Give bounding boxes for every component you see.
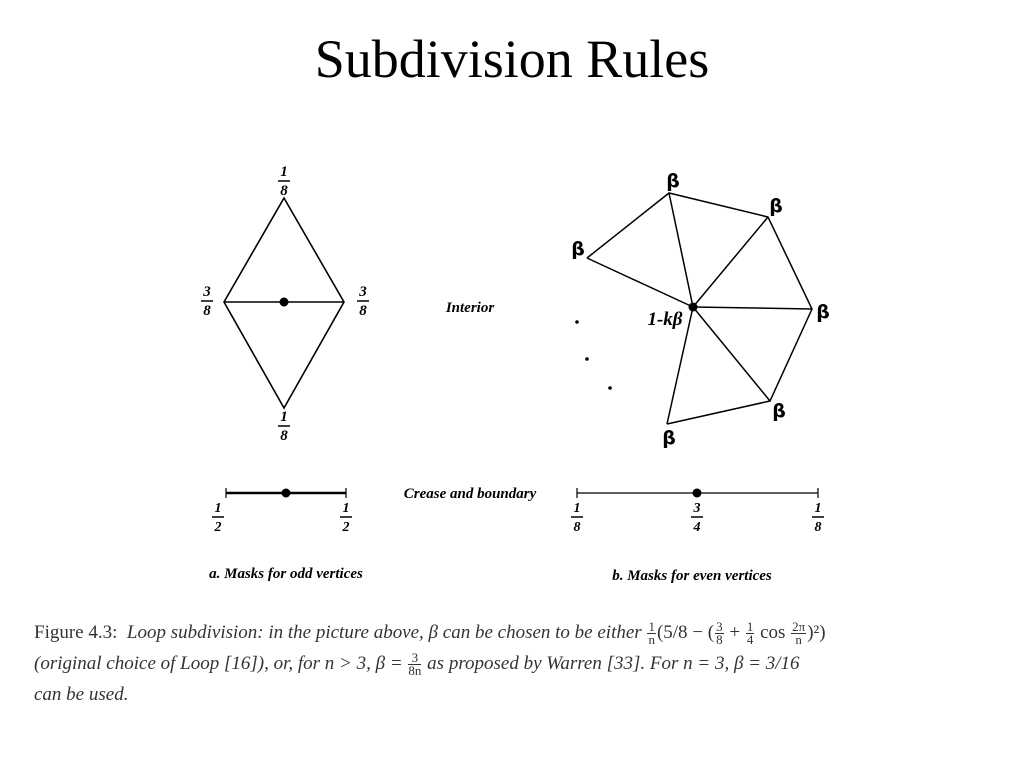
even-caption: b. Masks for even vertices <box>612 568 772 584</box>
svg-text:2: 2 <box>214 520 222 535</box>
caption-line-1: Figure 4.3: Loop subdivision: in the pic… <box>34 619 826 648</box>
slide-title: Subdivision Rules <box>314 29 710 89</box>
even-interior-mask <box>586 192 813 425</box>
odd-vertex-dot <box>279 297 289 307</box>
svg-text:8: 8 <box>359 303 367 319</box>
svg-text:1: 1 <box>815 501 822 516</box>
odd-bottom-weight: 1 8 <box>278 409 290 444</box>
odd-crease-right-weight: 1 2 <box>340 501 352 535</box>
even-crease-right-weight: 1 8 <box>812 501 824 535</box>
odd-right-weight: 3 8 <box>357 284 369 319</box>
center-weight-label: 1-kβ <box>647 309 682 330</box>
odd-left-weight: 3 8 <box>201 284 213 319</box>
svg-text:3: 3 <box>693 501 701 516</box>
figure-number: Figure 4.3: <box>34 622 118 643</box>
caption-line-2: (original choice of Loop [16]), or, for … <box>34 650 800 679</box>
subdivision-diagram: 1 8 3 8 3 8 1 8 Interior 1 2 1 2 Crease … <box>201 164 830 584</box>
diamond-outline <box>223 196 345 410</box>
ellipsis-dot <box>608 386 612 390</box>
crease-label: Crease and boundary <box>404 486 537 502</box>
beta-label: β <box>816 301 830 323</box>
fan-outline <box>586 192 813 425</box>
even-crease-mid-weight: 3 4 <box>691 501 703 535</box>
odd-crease-left-weight: 1 2 <box>212 501 224 535</box>
beta-label: β <box>772 400 786 422</box>
svg-text:8: 8 <box>815 520 822 535</box>
odd-caption: a. Masks for odd vertices <box>209 566 363 582</box>
svg-text:1: 1 <box>280 164 288 180</box>
beta-label: β <box>571 238 585 260</box>
svg-text:2: 2 <box>342 520 350 535</box>
odd-top-weight: 1 8 <box>278 164 290 199</box>
svg-text:8: 8 <box>280 428 288 444</box>
even-crease-dot <box>692 488 702 498</box>
beta-label: β <box>666 170 680 192</box>
interior-label: Interior <box>445 300 495 316</box>
svg-text:8: 8 <box>280 183 288 199</box>
ellipsis-dot <box>585 357 589 361</box>
svg-text:4: 4 <box>693 520 701 535</box>
svg-text:8: 8 <box>203 303 211 319</box>
beta-label: β <box>662 427 676 449</box>
svg-text:1: 1 <box>343 501 350 516</box>
svg-text:1: 1 <box>215 501 222 516</box>
even-center-dot <box>688 302 698 312</box>
beta-label: β <box>769 195 783 217</box>
svg-text:3: 3 <box>202 284 211 300</box>
svg-text:8: 8 <box>574 520 581 535</box>
figure-caption: Figure 4.3: Loop subdivision: in the pic… <box>34 617 994 710</box>
svg-text:1: 1 <box>280 409 288 425</box>
ellipsis-dot <box>575 320 579 324</box>
svg-text:3: 3 <box>358 284 367 300</box>
odd-crease-dot <box>281 488 291 498</box>
caption-line-3: can be used. <box>34 684 129 705</box>
even-crease-left-weight: 1 8 <box>571 501 583 535</box>
svg-text:1: 1 <box>574 501 581 516</box>
